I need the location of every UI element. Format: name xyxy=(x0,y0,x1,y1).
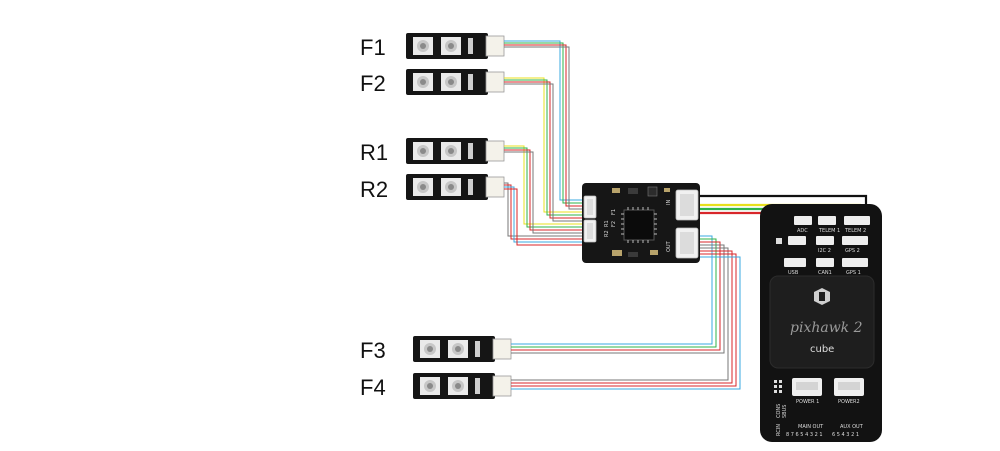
label-sbus: SBUS xyxy=(782,405,788,418)
board-out-label: OUT xyxy=(666,240,672,252)
led-label-f2: F2 xyxy=(360,71,386,96)
led-strip-f2 xyxy=(405,68,505,96)
led-label-f1: F1 xyxy=(360,35,386,60)
wires-board-to-rear xyxy=(511,235,741,390)
port-gps1: GPS 1 xyxy=(846,270,861,276)
port-i2c2: I2C 2 xyxy=(818,248,831,254)
main-out-numbers: 8 7 6 5 4 3 2 1 xyxy=(786,432,823,438)
label-main-out: MAIN OUT xyxy=(798,424,824,430)
port-power2: POWER2 xyxy=(838,399,860,405)
led-label-r1: R1 xyxy=(360,140,389,165)
port-telem2: TELEM 2 xyxy=(844,228,866,234)
port-telem1: TELEM 1 xyxy=(818,228,840,234)
label-rcin: RCIN xyxy=(776,424,782,436)
led-strip-r2 xyxy=(405,173,505,201)
board-pin-r2: R2 xyxy=(604,230,610,237)
pixhawk-logo-text: cube xyxy=(810,344,834,355)
board-pin-f1: F1 xyxy=(611,209,617,215)
led-label-f3: F3 xyxy=(360,338,386,363)
port-power1: POWER 1 xyxy=(796,399,819,405)
led-label-f4: F4 xyxy=(360,375,386,400)
led-label-r2: R2 xyxy=(360,177,389,202)
led-strip-r1 xyxy=(405,137,505,165)
cube-logo-icon xyxy=(814,288,830,305)
led-strip-f1 xyxy=(405,32,505,60)
pixhawk-cube: ADC TELEM 1 TELEM 2 I2C 2 GPS 2 GPS 1 US… xyxy=(760,204,882,442)
pixhawk-brand: pixhawk 2 xyxy=(790,320,863,336)
wires-led-to-board xyxy=(504,40,584,246)
led-strip-f3 xyxy=(412,335,512,363)
label-cons: CONS xyxy=(776,404,782,418)
board-in-label: IN xyxy=(666,200,672,205)
port-usb: USB xyxy=(788,270,799,276)
port-can1: CAN1 xyxy=(818,270,832,276)
label-aux-out: AUX OUT xyxy=(840,424,864,430)
led-driver-board: R2 R1 F2 F1 IN OUT xyxy=(582,183,700,263)
board-pin-r1: R1 xyxy=(604,220,610,227)
aux-out-numbers: 6 5 4 3 2 1 xyxy=(832,432,859,438)
led-strip-f4 xyxy=(412,372,512,400)
port-gps2: GPS 2 xyxy=(845,248,860,254)
board-pin-f2: F2 xyxy=(611,221,617,227)
port-adc: ADC xyxy=(797,228,808,234)
